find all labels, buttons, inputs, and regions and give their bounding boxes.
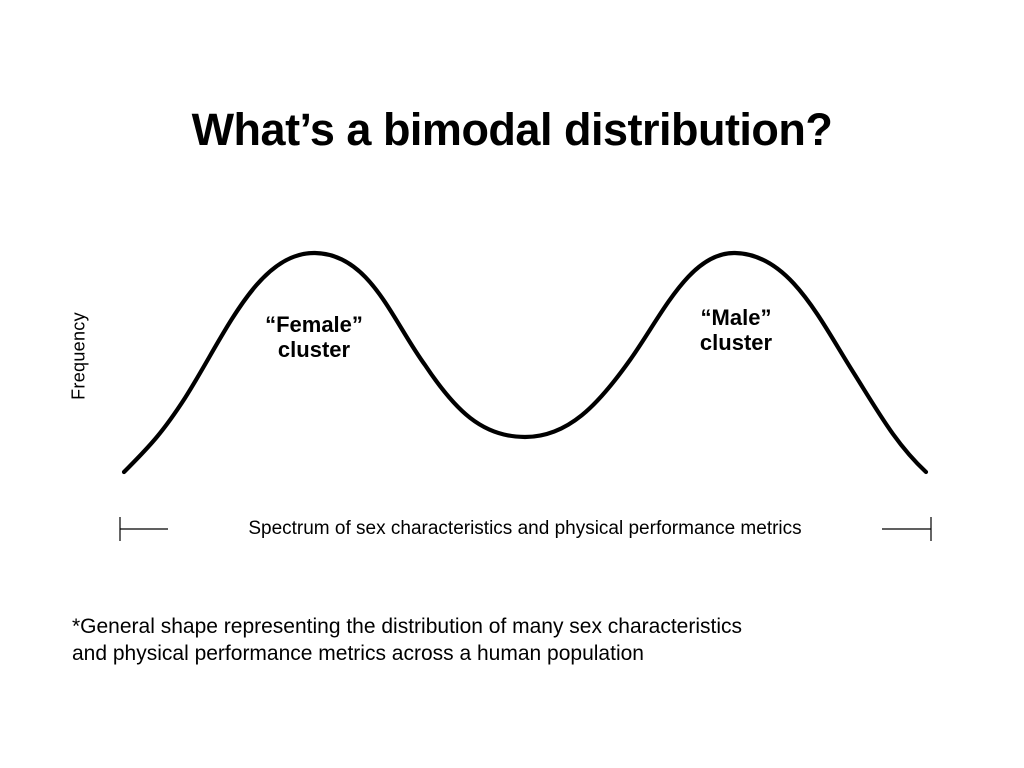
female-cluster-label: “Female” cluster <box>214 312 414 362</box>
bimodal-curve <box>121 250 929 475</box>
y-axis-label: Frequency <box>68 312 89 400</box>
page-title: What’s a bimodal distribution? <box>191 104 833 155</box>
male-cluster-label: “Male” cluster <box>636 305 836 355</box>
x-axis-bracket <box>119 517 932 541</box>
male-cluster-label-line2: cluster <box>699 330 773 355</box>
male-cluster-label-line1: “Male” <box>700 305 772 330</box>
female-cluster-label-line1: “Female” <box>265 312 363 337</box>
x-axis-label: Spectrum of sex characteristics and phys… <box>248 518 802 539</box>
footnote-line2: and physical performance metrics across … <box>72 642 644 665</box>
footnote-line1: *General shape representing the distribu… <box>72 615 743 638</box>
female-cluster-label-line2: cluster <box>277 337 351 362</box>
footnote: *General shape representing the distribu… <box>72 613 972 667</box>
